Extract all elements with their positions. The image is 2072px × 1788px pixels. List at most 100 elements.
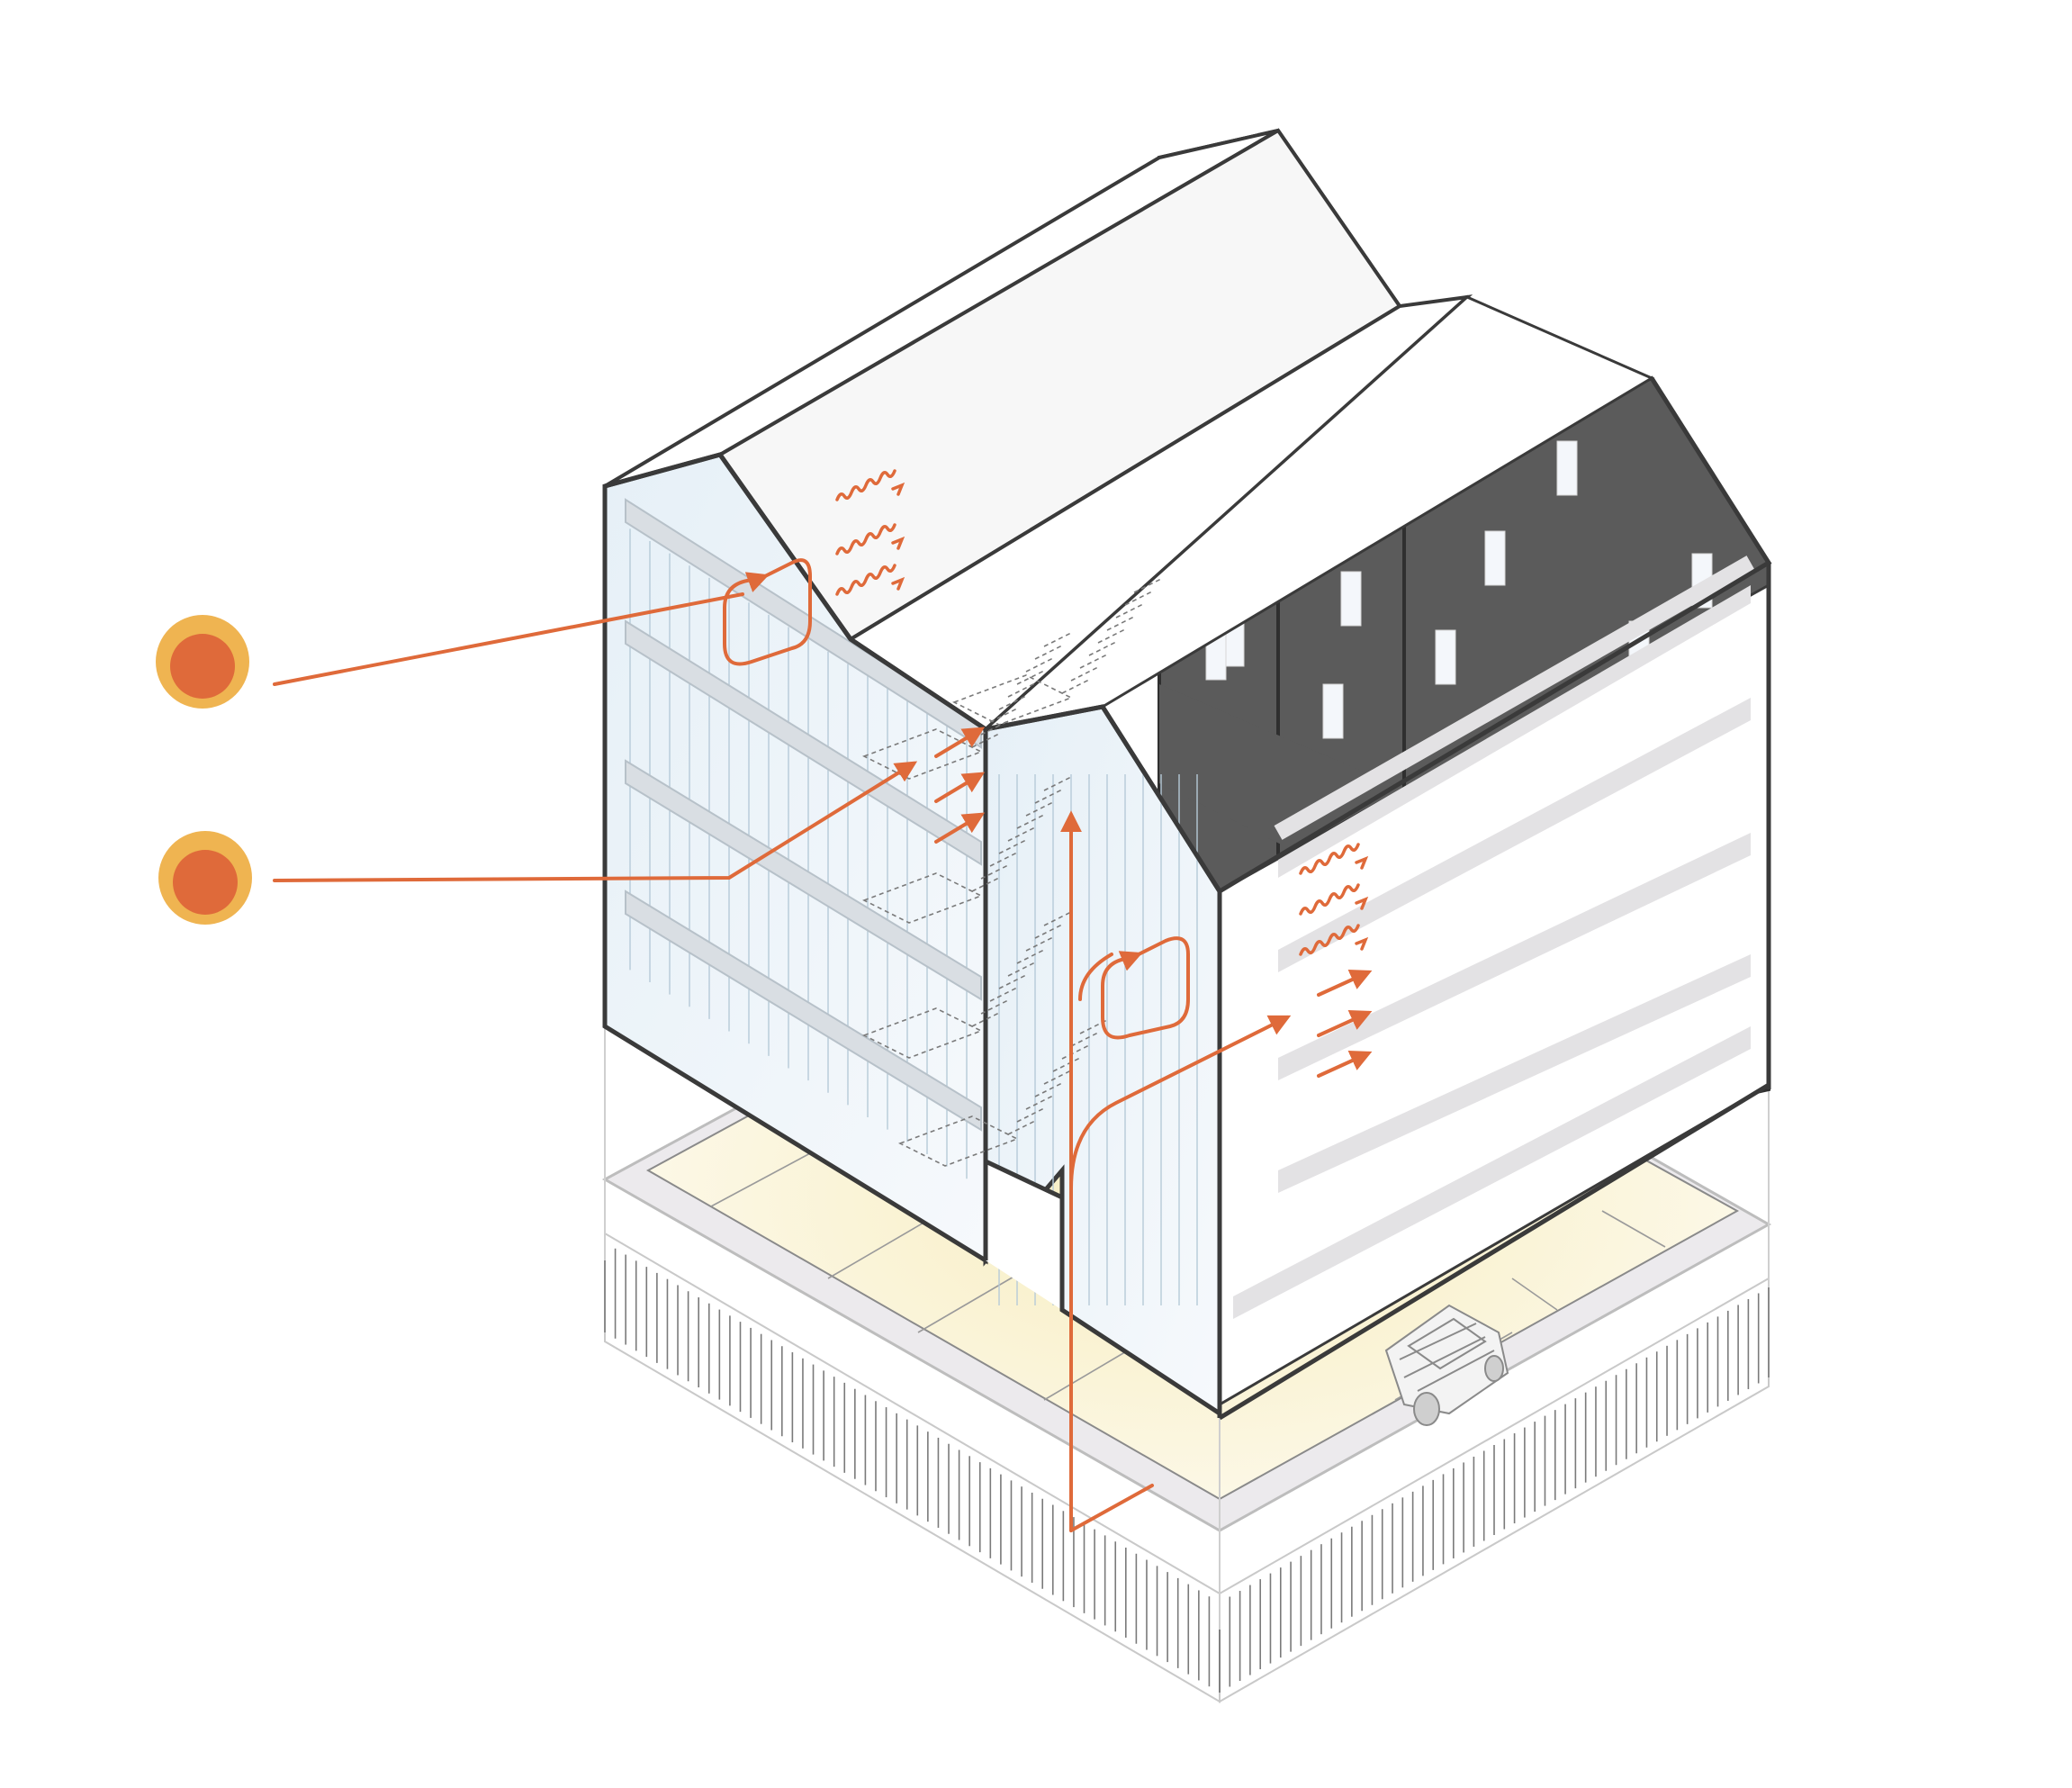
stair-tread bbox=[998, 695, 1027, 710]
stair-tread bbox=[1025, 936, 1054, 952]
stair-tread bbox=[1070, 1032, 1099, 1047]
window bbox=[1484, 530, 1506, 586]
stair-tread bbox=[1043, 1070, 1072, 1085]
right-floor-area bbox=[1218, 555, 1770, 1407]
wavy-arrow-icon bbox=[835, 564, 896, 596]
air-arrow bbox=[1317, 1051, 1373, 1078]
stair-tread bbox=[1016, 814, 1045, 829]
stair-tread bbox=[1133, 578, 1162, 593]
stair-tread bbox=[980, 999, 1009, 1015]
main-volume bbox=[602, 128, 1772, 1421]
stair-tread bbox=[1016, 670, 1045, 685]
warm-air-arrows bbox=[835, 469, 1369, 956]
window bbox=[1340, 571, 1362, 627]
riser-to-right bbox=[1069, 1015, 1292, 1190]
slab-level-3 bbox=[1278, 698, 1751, 972]
stair-core bbox=[862, 578, 1162, 1167]
riser-branch bbox=[1078, 953, 1113, 1001]
stair-tread bbox=[1034, 645, 1063, 660]
wavy-arrow-icon bbox=[1299, 843, 1360, 875]
air-arrow bbox=[934, 772, 986, 803]
wavy-arrow-head bbox=[1355, 936, 1369, 951]
marker-1 bbox=[156, 615, 249, 709]
entrance-notch bbox=[983, 1158, 1065, 1310]
slab-level-4 bbox=[1278, 585, 1751, 878]
wavy-arrow-icon bbox=[835, 523, 896, 555]
stair-tread bbox=[1043, 911, 1072, 926]
window bbox=[1556, 440, 1578, 496]
wavy-arrow-head bbox=[891, 536, 905, 550]
stair-tread bbox=[1070, 666, 1099, 682]
airflow-paths bbox=[273, 560, 1373, 1532]
window bbox=[1322, 683, 1344, 739]
stair-tread bbox=[1097, 628, 1126, 644]
stair-tread bbox=[1034, 789, 1063, 804]
stair-tread bbox=[989, 708, 1018, 723]
stair-tread bbox=[1034, 1082, 1063, 1097]
stair-tread bbox=[998, 839, 1027, 854]
stair-tread bbox=[1007, 682, 1036, 698]
left-facade-slabs bbox=[625, 498, 982, 1132]
wavy-arrow-icon bbox=[835, 469, 896, 501]
stair-tread bbox=[1115, 603, 1144, 619]
stair-icon bbox=[862, 1007, 983, 1059]
stair-tread bbox=[1007, 962, 1036, 977]
marker-2-core bbox=[173, 850, 238, 915]
stair-tread bbox=[1025, 657, 1054, 673]
stair-tread bbox=[989, 852, 1018, 867]
stair-tread bbox=[1007, 1120, 1036, 1135]
wavy-arrow-head bbox=[1355, 855, 1369, 870]
stair-tread bbox=[971, 733, 1000, 748]
wavy-arrow-icon bbox=[1299, 924, 1360, 956]
stair-tread bbox=[1007, 826, 1036, 842]
right-floor-rail bbox=[1274, 555, 1755, 840]
stair-tread bbox=[1052, 1057, 1081, 1072]
stair-tread bbox=[971, 1012, 1000, 1027]
stair-tread bbox=[1025, 801, 1054, 817]
stair-icon bbox=[898, 1115, 1019, 1167]
leader-line-1 bbox=[273, 592, 744, 686]
stair-tread bbox=[1025, 1095, 1054, 1110]
stair-tread bbox=[1016, 1107, 1045, 1123]
front-gable-outline bbox=[604, 452, 1222, 893]
wavy-arrow-icon bbox=[1299, 883, 1360, 916]
slab-level-1 bbox=[1278, 954, 1751, 1193]
stair-tread bbox=[1061, 679, 1090, 694]
stair-icon bbox=[952, 674, 1073, 726]
ground-hatch-left bbox=[604, 1242, 1221, 1693]
slab-level-2 bbox=[1278, 833, 1751, 1080]
stair-tread bbox=[980, 720, 1009, 736]
slab-level-0 bbox=[1233, 1026, 1751, 1319]
stair-tread bbox=[1061, 1044, 1090, 1060]
leader-line-2 bbox=[273, 761, 918, 882]
stair-tread bbox=[1043, 776, 1072, 791]
stair-tread bbox=[1016, 949, 1045, 964]
stair-tread bbox=[1106, 616, 1135, 631]
stair-icon bbox=[862, 872, 983, 924]
wavy-arrow-head bbox=[891, 482, 905, 496]
stair-tread bbox=[1079, 654, 1108, 669]
wavy-arrow-head bbox=[891, 576, 905, 591]
stair-tread bbox=[989, 987, 1018, 1002]
marker-1-core bbox=[170, 634, 235, 699]
stair-tread bbox=[1088, 641, 1117, 656]
car-icon bbox=[1384, 1304, 1509, 1426]
loop-arrow-icon bbox=[1101, 938, 1190, 1040]
stair-tread bbox=[971, 877, 1000, 892]
stair-tread bbox=[1034, 924, 1063, 939]
roof-right-edge bbox=[1218, 376, 1772, 894]
air-arrow bbox=[934, 812, 986, 844]
window bbox=[1435, 629, 1456, 685]
ground-air-intake bbox=[1069, 1484, 1154, 1532]
plinth-outline bbox=[604, 1026, 1770, 1630]
stair-tread bbox=[1124, 591, 1153, 606]
air-arrow bbox=[1317, 1010, 1373, 1037]
ground-hatch-right bbox=[1219, 1287, 1770, 1693]
wavy-arrow-head bbox=[1355, 896, 1369, 910]
front-base-edge bbox=[1218, 1082, 1770, 1421]
central-air-supply bbox=[934, 727, 986, 758]
marker-2 bbox=[158, 831, 252, 925]
stair-tread bbox=[980, 864, 1009, 880]
